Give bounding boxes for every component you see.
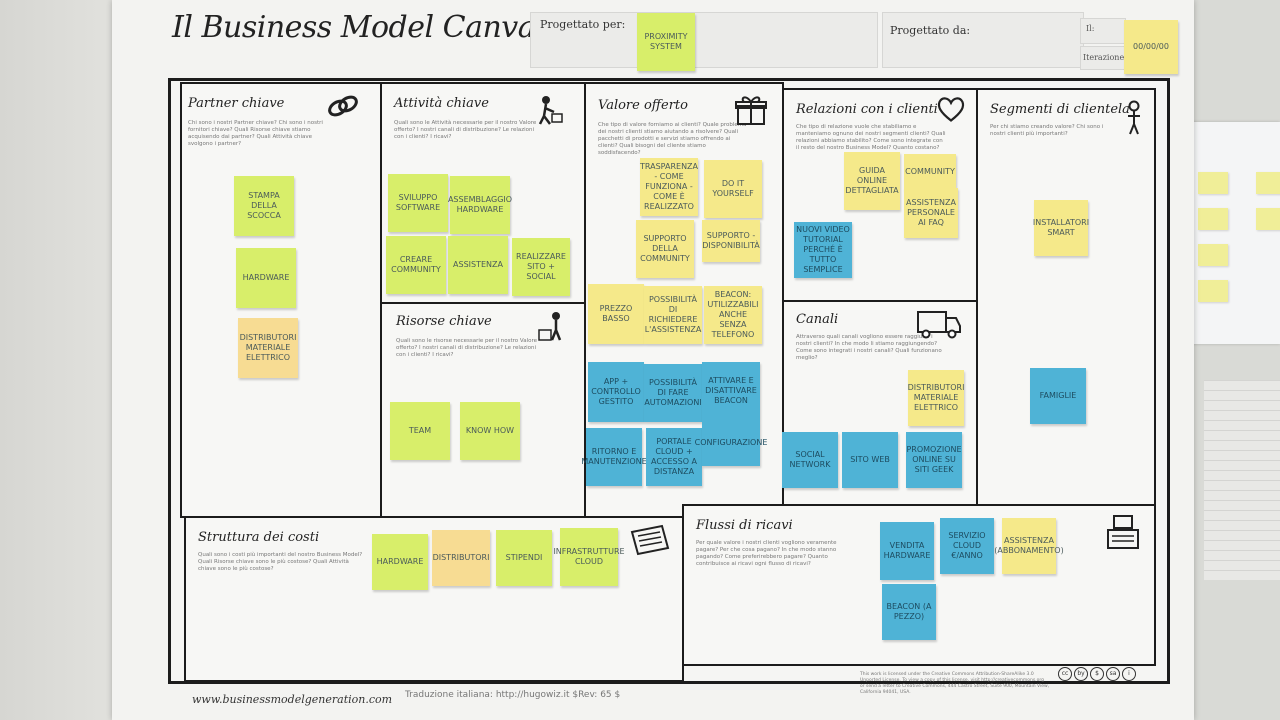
sticky-note: Do it yourself <box>704 160 762 218</box>
value-questions: Che tipo di valore forniamo ai clienti? … <box>598 122 747 156</box>
sticky-note: Configurazione <box>695 420 767 466</box>
channels-questions: Attraverso quali canali vogliono essere … <box>796 334 942 361</box>
sticky-note: Social network <box>782 432 838 488</box>
info-icon: i <box>1122 667 1136 681</box>
sticky-note: Possibilità di richiedere l'assistenza <box>644 286 702 344</box>
revenue-questions: Per quale valore i nostri clienti voglio… <box>696 540 837 567</box>
invoice-icon <box>630 524 670 556</box>
sticky-note: Trasparenza - come funziona - come è rea… <box>640 158 698 216</box>
version-label: Iterazione: <box>1083 53 1127 62</box>
side-sticky-note <box>1198 280 1228 302</box>
sticky-note: Infrastrutture cloud <box>553 528 625 586</box>
version-box <box>1080 46 1126 70</box>
grid-sheet <box>1204 380 1280 580</box>
footer-url: www.businessmodelgeneration.com <box>192 693 393 706</box>
person-icon <box>1128 100 1140 135</box>
sticky-note: Portale cloud + accesso a distanza <box>646 428 702 486</box>
sticky-note: Sviluppo software <box>388 174 448 232</box>
costs-questions: Quali sono i costi più importanti del no… <box>198 552 363 572</box>
cash-register-icon <box>1107 515 1139 549</box>
sticky-note: Supporto della community <box>636 220 694 278</box>
footer-translation: Traduzione italiana: http://hugowiz.it $… <box>405 690 621 700</box>
sticky-note: Stampa della scocca <box>234 176 294 236</box>
sticky-note: Sito web <box>842 432 898 488</box>
designed-for-box <box>530 12 878 68</box>
sticky-note: Prezzo basso <box>588 284 644 344</box>
sticky-note: Assemblaggio hardware <box>448 176 512 234</box>
revenue-title: Flussi di ricavi <box>696 518 793 533</box>
sticky-note: Assistenza <box>448 236 508 294</box>
value-title: Valore offerto <box>598 98 688 113</box>
sticky-note: Realizzare sito + social <box>512 238 570 296</box>
sticky-note: Hardware <box>236 248 296 308</box>
partners-questions: Chi sono i nostri Partner chiave? Chi so… <box>188 120 323 147</box>
gift-icon <box>735 96 767 125</box>
activities-questions: Quali sono le Attività necessarie per il… <box>394 120 537 140</box>
sticky-note: Vendita hardware <box>880 522 934 580</box>
footer-license: This work is licensed under the Creative… <box>860 672 1050 695</box>
resources-title: Risorse chiave <box>396 314 492 329</box>
sticky-note: Distributori <box>432 530 490 586</box>
sticky-note: Servizio cloud €/anno <box>940 518 994 574</box>
segments-questions: Per chi stiamo creando valore? Chi sono … <box>990 124 1104 137</box>
relations-questions: Che tipo di relazione vuole che stabilia… <box>796 124 946 151</box>
sticky-note: Famiglie <box>1030 368 1086 424</box>
date-label: Il: <box>1086 24 1095 33</box>
sticky-note: Proximity System <box>637 13 695 71</box>
sticky-note: Community <box>904 154 956 190</box>
sticky-note: Ritorno e manutenzione <box>581 428 647 486</box>
segments-title: Segmenti di clientela <box>990 102 1130 117</box>
sharealike-icon: sa <box>1106 667 1120 681</box>
noncommercial-icon: $ <box>1090 667 1104 681</box>
sticky-note: Installatori smart <box>1033 200 1089 256</box>
partners-title: Partner chiave <box>188 96 285 111</box>
sticky-note: Assistenza (abbonamento) <box>994 518 1064 574</box>
worker-icon <box>538 96 563 125</box>
sticky-note: App + controllo gestito <box>588 362 644 422</box>
sticky-note: Distributori materiale elettrico <box>238 318 298 378</box>
sticky-note: Possibilità di fare automazioni <box>644 364 702 422</box>
costs-title: Struttura dei costi <box>198 530 320 545</box>
sticky-note: Attivare e disattivare beacon <box>702 362 760 420</box>
sticky-note: Stipendi <box>496 530 552 586</box>
side-sticky-note <box>1198 244 1228 266</box>
chain-link-icon <box>328 95 358 117</box>
activities-title: Attività chiave <box>394 96 489 111</box>
designed-by-box <box>882 12 1084 68</box>
side-sticky-note <box>1198 172 1228 194</box>
heart-icon <box>937 97 965 122</box>
resources-questions: Quali sono le risorse necessarie per il … <box>396 338 537 358</box>
wall-right <box>1188 0 1280 720</box>
sticky-note: Guida online dettagliata <box>844 152 900 210</box>
sticky-note: 00/00/00 <box>1124 20 1178 74</box>
date-box <box>1080 18 1126 44</box>
sticky-note: Supporto - disponibilità <box>702 220 760 262</box>
wall-left <box>0 0 120 720</box>
sticky-note: Distributori materiale elettrico <box>908 370 964 426</box>
side-sticky-note <box>1256 208 1280 230</box>
sticky-note: Beacon (a pezzo) <box>882 584 936 640</box>
page-title: Il Business Model Canvas <box>172 10 551 45</box>
sticky-note: Hardware <box>372 534 428 590</box>
sticky-note: Creare community <box>386 236 446 294</box>
truck-icon <box>917 311 961 339</box>
sticky-note: Beacon: utilizzabili anche senza telefon… <box>704 286 762 344</box>
block-segments <box>976 88 1156 506</box>
designed-for-label: Progettato per: <box>540 18 626 31</box>
sticky-note: Promozione online su siti geek <box>906 432 962 488</box>
channels-title: Canali <box>796 312 839 327</box>
sticky-note: Know how <box>460 402 520 460</box>
cc-icon: cc <box>1058 667 1072 681</box>
side-sheet <box>1188 122 1280 344</box>
side-sticky-note <box>1256 172 1280 194</box>
side-sticky-note <box>1198 208 1228 230</box>
designed-by-label: Progettato da: <box>890 24 971 37</box>
relations-title: Relazioni con i clienti <box>796 102 938 117</box>
sticky-note: Nuovi video tutorial perché è tutto semp… <box>794 222 852 278</box>
factory-worker-icon <box>538 312 562 341</box>
sticky-note: Assistenza personale ai FAQ <box>904 188 958 238</box>
attribution-icon: by <box>1074 667 1088 681</box>
sticky-note: Team <box>390 402 450 460</box>
